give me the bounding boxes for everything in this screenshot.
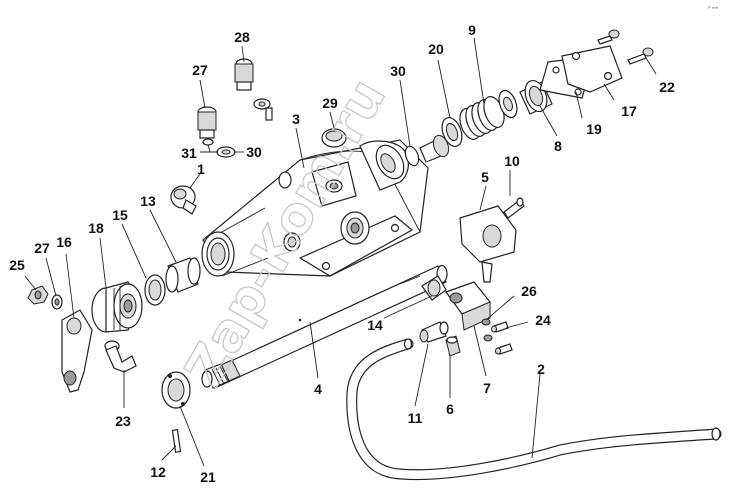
- part-block-7: [445, 281, 491, 331]
- part-pulley-18: [91, 281, 143, 333]
- part-valve-28: [234, 58, 273, 121]
- part-spring-9: [459, 96, 505, 140]
- part-bracket-5: [459, 205, 517, 283]
- callout-16: 16: [56, 234, 72, 250]
- part-screw-26: [481, 318, 493, 342]
- part-sleeve-top: [419, 134, 450, 163]
- part-screw-24b: [495, 343, 513, 355]
- callout-26: 26: [521, 283, 537, 299]
- part-shaft: [201, 264, 448, 389]
- callout-2: 2: [537, 361, 545, 377]
- callout-21: 21: [200, 469, 216, 485]
- part-washer-31-hole: [221, 149, 231, 155]
- callout-17: 17: [621, 103, 637, 119]
- callout-30-top: 30: [390, 63, 406, 79]
- part-sleeve-13: [165, 257, 201, 293]
- part-pin-12: [171, 429, 182, 453]
- part-hose: [346, 338, 722, 481]
- part-arm-16: [61, 309, 93, 393]
- part-seal-ring: [321, 128, 347, 148]
- callout-22: 22: [659, 79, 675, 95]
- part-screw-24a: [491, 321, 509, 333]
- callout-27-front: 27: [34, 240, 50, 256]
- callout-24: 24: [535, 312, 551, 328]
- part-housing: [201, 139, 429, 277]
- callout-4: 4: [314, 381, 322, 397]
- callout-9: 9: [468, 22, 476, 38]
- part-plug: [170, 185, 197, 215]
- callout-15: 15: [112, 207, 128, 223]
- callout-10: 10: [504, 153, 520, 169]
- callout-13: 13: [140, 193, 156, 209]
- callout-20: 20: [428, 41, 444, 57]
- callout-14: 14: [367, 317, 383, 333]
- part-bolt-22a: [597, 29, 620, 45]
- part-bolt-22b: [627, 47, 654, 65]
- callout-30-left: 30: [246, 144, 262, 160]
- callout-28: 28: [234, 29, 250, 45]
- part-o-ring-30: [404, 145, 420, 167]
- callout-31: 31: [181, 145, 197, 161]
- part-flange-21: [161, 371, 191, 409]
- callout-11: 11: [408, 410, 423, 426]
- callout-1: 1: [197, 161, 205, 177]
- part-valve-27: [197, 106, 217, 153]
- leader-lines: [24, 37, 657, 467]
- callout-23: 23: [115, 413, 131, 429]
- part-bolt-23: [104, 340, 137, 373]
- callout-3: 3: [292, 111, 300, 127]
- callout-19: 19: [586, 121, 602, 137]
- callout-27-top: 27: [192, 62, 208, 78]
- callout-8: 8: [554, 138, 562, 154]
- callout-18: 18: [88, 220, 104, 236]
- callout-7: 7: [483, 380, 491, 396]
- callout-6: 6: [446, 401, 454, 417]
- part-washer-27: [51, 294, 63, 310]
- part-nut-25: [27, 285, 49, 305]
- part-cover-17: [561, 45, 623, 93]
- callout-5: 5: [481, 169, 489, 185]
- part-ring-14: [421, 275, 447, 301]
- part-ring-15: [144, 274, 166, 306]
- corner-mark: ↗ ∞∞: [707, 5, 718, 10]
- part-washer-stack: [498, 89, 518, 119]
- part-fitting-6: [445, 335, 461, 357]
- callout-29: 29: [322, 95, 338, 111]
- callout-12: 12: [150, 464, 166, 480]
- callout-25: 25: [9, 257, 25, 273]
- part-fitting-11: [419, 321, 449, 343]
- part-pin-10: [503, 197, 525, 219]
- part-ring-20: [441, 116, 463, 148]
